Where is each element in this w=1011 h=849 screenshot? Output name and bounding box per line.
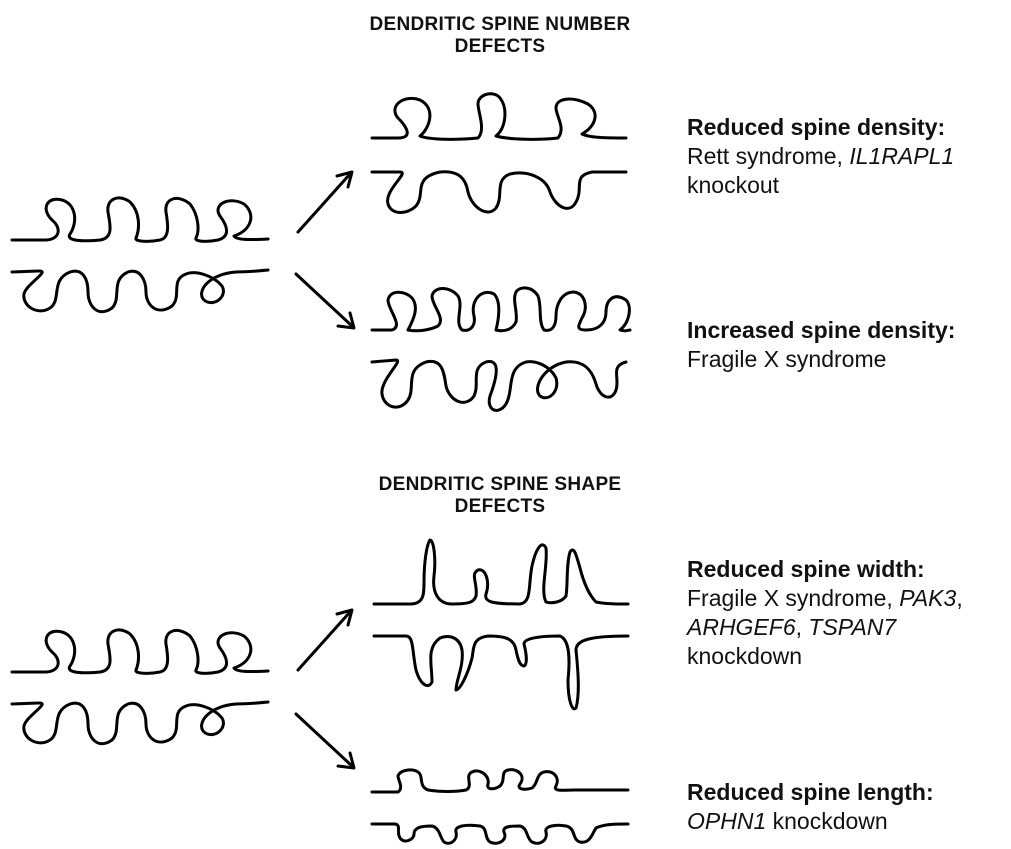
section-title-number: DENDRITIC SPINE NUMBER DEFECTS [330, 14, 670, 58]
dendrite-upper-membrane [372, 94, 626, 140]
dendrite-lower-membrane [372, 824, 628, 843]
title-line-2: DEFECTS [330, 36, 670, 58]
caption-heading: Reduced spine width: [687, 555, 963, 584]
section-title-shape: DENDRITIC SPINE SHAPE DEFECTS [330, 474, 670, 518]
gene-name: IL1RAPL1 [849, 143, 954, 169]
gene-name: OPHN1 [687, 808, 766, 834]
arrow-up-bottom [298, 610, 352, 670]
caption-text: knockdown [687, 643, 802, 669]
normal-dendrite-bottom [12, 630, 268, 744]
arrow-down-top [296, 274, 354, 328]
dendrite-upper-membrane [374, 540, 628, 604]
dendrite-upper-membrane [372, 770, 628, 792]
arrow-down-bottom [296, 714, 354, 768]
gene-name: ARHGEF6 [687, 614, 796, 640]
dendrite-upper-membrane [12, 630, 268, 673]
caption-text: knockout [687, 172, 779, 198]
caption-increased-density: Increased spine density: Fragile X syndr… [687, 316, 955, 374]
title-line-2: DEFECTS [330, 496, 670, 518]
caption-reduced-length: Reduced spine length: OPHN1 knockdown [687, 778, 934, 836]
caption-text: Fragile X syndrome [687, 346, 886, 372]
reduced-length-dendrite [372, 770, 628, 844]
gene-name: PAK3 [899, 585, 956, 611]
gene-name: TSPAN7 [808, 614, 896, 640]
caption-heading: Reduced spine density: [687, 113, 954, 142]
caption-text: Fragile X syndrome, [687, 585, 899, 611]
title-line-1: DENDRITIC SPINE NUMBER [330, 14, 670, 36]
caption-heading: Reduced spine length: [687, 778, 934, 807]
reduced-width-dendrite [374, 540, 628, 709]
dendrite-lower-membrane [372, 360, 626, 410]
dendrite-lower-membrane [12, 702, 268, 744]
increased-density-dendrite [372, 288, 630, 411]
caption-text: knockdown [766, 808, 887, 834]
dendrite-lower-membrane [374, 636, 628, 709]
dendrite-upper-membrane [12, 198, 268, 241]
normal-dendrite-top [12, 198, 268, 312]
dendrite-lower-membrane [372, 172, 626, 213]
caption-heading: Increased spine density: [687, 316, 955, 345]
dendrite-lower-membrane [12, 270, 268, 312]
reduced-density-dendrite [372, 94, 626, 213]
caption-text: Rett syndrome, [687, 143, 849, 169]
arrow-up-top [298, 172, 352, 232]
caption-text: , [796, 614, 809, 640]
caption-reduced-density: Reduced spine density: Rett syndrome, IL… [687, 113, 954, 200]
title-line-1: DENDRITIC SPINE SHAPE [330, 474, 670, 496]
dendrite-upper-membrane [372, 288, 630, 331]
caption-text: , [956, 585, 962, 611]
caption-reduced-width: Reduced spine width: Fragile X syndrome,… [687, 555, 963, 671]
